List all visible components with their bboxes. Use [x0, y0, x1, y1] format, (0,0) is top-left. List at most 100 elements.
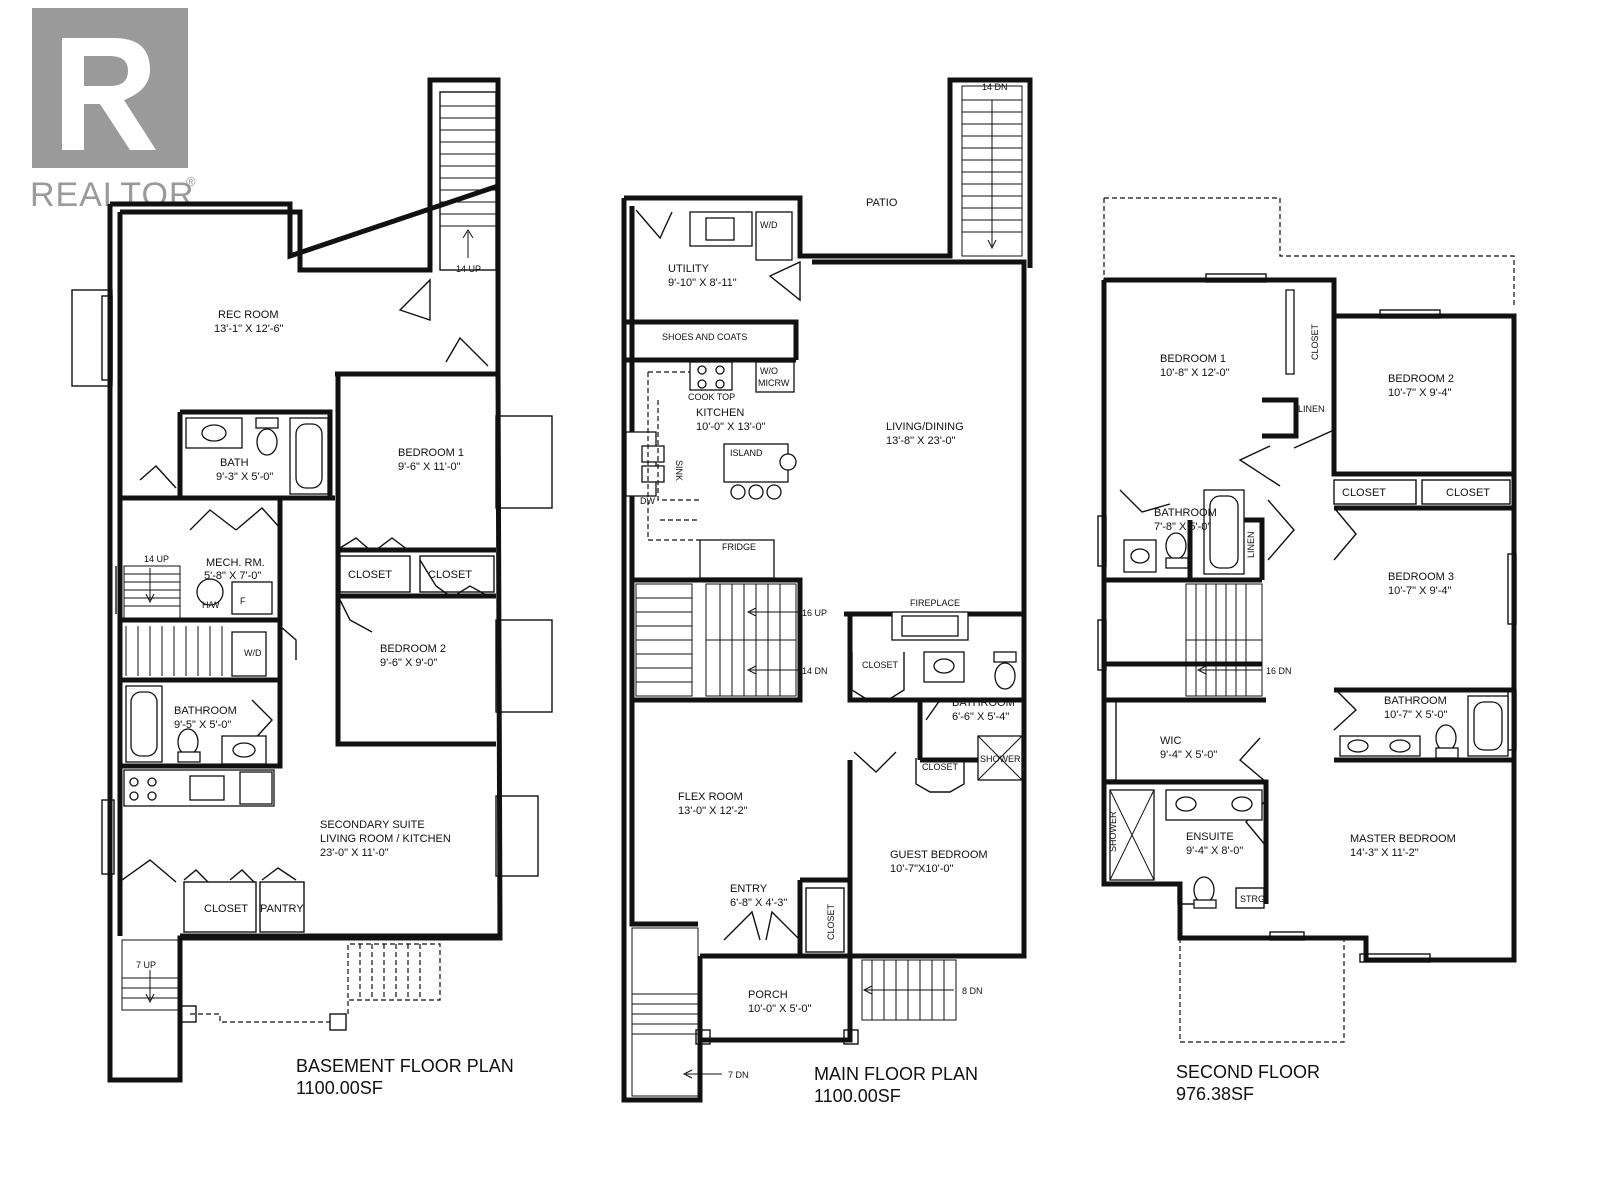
second-linen-a: LINEN — [1298, 404, 1325, 414]
main-flex-name: FLEX ROOM — [678, 791, 743, 803]
basement-suite-name: SECONDARY SUITE — [320, 819, 425, 831]
basement-bathroom-name: BATHROOM — [174, 705, 237, 717]
basement-rec-room-name: REC ROOM — [218, 309, 279, 321]
main-shower-label: SHOWER — [980, 754, 1021, 764]
second-ensuite-dims: 9'-4" X 8'-0" — [1186, 845, 1243, 857]
second-stair — [1185, 583, 1263, 697]
basement-bathroom-dims: 9'-5" X 5'-0" — [174, 719, 231, 731]
second-stair-label: 16 DN — [1266, 666, 1292, 676]
second-master-dims: 14'-3" X 11'-2" — [1350, 847, 1419, 859]
basement-mech-name: MECH. RM. — [206, 557, 265, 569]
second-area: 976.38SF — [1176, 1084, 1254, 1104]
main-kitchen-name: KITCHEN — [696, 407, 744, 419]
second-closet-vertical: CLOSET — [1310, 323, 1320, 360]
main-stair-up-label: 16 UP — [802, 608, 827, 618]
main-stair-bottom-label: 7 DN — [728, 1070, 749, 1080]
basement-stair-top: 14 UP — [439, 91, 497, 274]
basement-stair-bottom — [121, 939, 181, 1011]
main-closet-c: CLOSET — [826, 903, 836, 940]
second-wic-dims: 9'-4" X 5'-0" — [1160, 749, 1217, 761]
second-bathroom-a-name: BATHROOM — [1154, 507, 1217, 519]
main-utility-name: UTILITY — [668, 263, 710, 275]
basement-bathroom-fixtures — [125, 685, 267, 765]
realtor-r-icon — [32, 8, 188, 168]
main-patio-label: PATIO — [866, 197, 898, 209]
main-guest-name: GUEST BEDROOM — [890, 849, 988, 861]
main-area: 1100.00SF — [814, 1086, 901, 1106]
second-title: SECOND FLOOR — [1176, 1062, 1320, 1082]
main-closet-b: CLOSET — [922, 762, 959, 772]
basement-bedroom1-dims: 9'-6" X 11'-0" — [398, 461, 461, 473]
basement-pantry: PANTRY — [260, 903, 304, 915]
main-stair-top-label: 14 DN — [982, 82, 1008, 92]
second-wic-name: WIC — [1160, 735, 1181, 747]
main-micrw-label: MICRW — [758, 378, 790, 388]
basement-floor-plan: 14 UP — [71, 77, 553, 1098]
basement-stair-bottom-label: 7 UP — [136, 960, 156, 970]
main-island-label: ISLAND — [730, 448, 763, 458]
main-stair-dn-label: 14 DN — [802, 666, 828, 676]
basement-closet-b: CLOSET — [428, 569, 472, 581]
basement-rec-room-dims: 13'-1" X 12'-6" — [214, 323, 284, 335]
main-kitchen-counters — [625, 361, 797, 579]
basement-bath-name: BATH — [220, 457, 249, 469]
basement-stair-top-label: 14 UP — [456, 264, 481, 274]
main-wo-label: W/O — [760, 366, 778, 376]
main-entry-name: ENTRY — [730, 883, 768, 895]
main-stair-top — [961, 85, 1023, 257]
main-living-dims: 13'-8" X 23'-0" — [886, 435, 956, 447]
main-stair-porch — [861, 959, 957, 1021]
main-entry-dims: 6'-8" X 4'-3" — [730, 897, 787, 909]
basement-bedroom1-name: BEDROOM 1 — [398, 447, 464, 459]
main-stair-porch-label: 8 DN — [962, 986, 983, 996]
second-ensuite-name: ENSUITE — [1186, 831, 1234, 843]
realtor-registered-mark: ® — [186, 174, 196, 189]
second-linen-b: LINEN — [1246, 531, 1256, 558]
main-stair-center — [635, 583, 800, 697]
realtor-logo: REALTOR ® — [30, 8, 196, 214]
basement-closet-a: CLOSET — [348, 569, 392, 581]
basement-hw-label: H/W — [202, 600, 220, 610]
second-bedroom3-dims: 10'-7" X 9'-4" — [1388, 585, 1451, 597]
basement-closet-c: CLOSET — [204, 903, 248, 915]
main-porch-dims: 10'-0" X 5'-0" — [748, 1003, 811, 1015]
basement-bedroom2-name: BEDROOM 2 — [380, 643, 446, 655]
second-bedroom1-name: BEDROOM 1 — [1160, 353, 1226, 365]
second-shower-label: SHOWER — [1108, 811, 1118, 852]
main-sink-label: SINK — [674, 460, 684, 481]
basement-suite-dims: 23'-0" X 11'-0" — [320, 847, 389, 859]
main-living-name: LIVING/DINING — [886, 421, 964, 433]
basement-bath-fixtures — [185, 417, 329, 495]
main-title: MAIN FLOOR PLAN — [814, 1064, 978, 1084]
main-shoes-label: SHOES AND COATS — [662, 332, 747, 342]
basement-bath-dims: 9'-3" X 5'-0" — [216, 471, 273, 483]
basement-kitchen-counter — [123, 769, 275, 807]
main-fireplace-label: FIREPLACE — [910, 598, 960, 608]
main-kitchen-dims: 10'-0" X 13'-0" — [696, 421, 766, 433]
basement-stair-mid-label: 14 UP — [144, 554, 169, 564]
second-bedroom1-dims: 10'-8" X 12'-0" — [1160, 367, 1230, 379]
basement-f-label: F — [240, 596, 246, 606]
second-bathroom-a-dims: 7'-8" X 5'-0" — [1154, 521, 1211, 533]
basement-stair-mid — [123, 565, 223, 676]
main-closet-a: CLOSET — [862, 660, 899, 670]
main-guest-dims: 10'-7"X10'-0" — [890, 863, 953, 875]
second-bathroom-b-name: BATHROOM — [1384, 695, 1447, 707]
main-porch-name: PORCH — [748, 989, 788, 1001]
basement-area: 1100.00SF — [296, 1078, 383, 1098]
main-cooktop-label: COOK TOP — [688, 392, 735, 402]
second-strg-label: STRG — [1240, 894, 1265, 904]
basement-wd-label: W/D — [244, 648, 262, 658]
second-closet-b: CLOSET — [1446, 487, 1490, 499]
second-closet-a: CLOSET — [1342, 487, 1386, 499]
main-flex-dims: 13'-0" X 12'-2" — [678, 805, 748, 817]
second-bedroom2-dims: 10'-7" X 9'-4" — [1388, 387, 1451, 399]
main-wd-label: W/D — [760, 220, 778, 230]
basement-mech-dims: 5'-8" X 7'-0" — [204, 570, 261, 582]
second-floor-plan: 16 DN BEDROOM 1 10'-8" X 12'-0" CLOSET B… — [1097, 197, 1517, 1104]
basement-suite-name2: LIVING ROOM / KITCHEN — [320, 833, 451, 845]
main-stair-bottom — [631, 927, 722, 1097]
second-bedroom2-name: BEDROOM 2 — [1388, 373, 1454, 385]
basement-bedroom2-dims: 9'-6" X 9'-0" — [380, 657, 437, 669]
